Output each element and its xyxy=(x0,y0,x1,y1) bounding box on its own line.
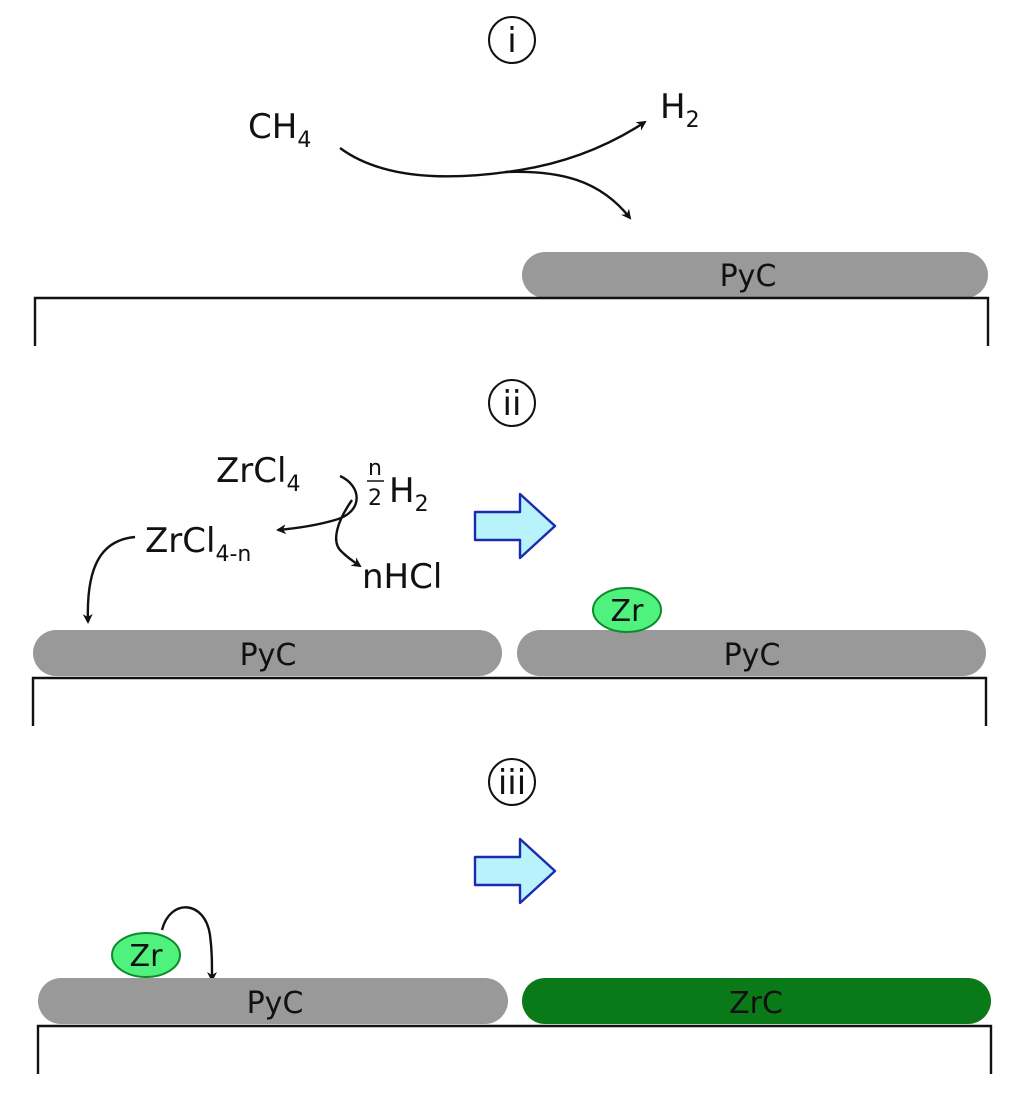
zrc-layer-bar xyxy=(522,978,991,1024)
stage-i: i CH4 H2 PyC xyxy=(33,16,990,346)
stage-iii-label: iii xyxy=(498,763,526,803)
stage-i-label: i xyxy=(507,21,516,61)
substrate-outline-ii xyxy=(31,676,988,726)
reduced-zirconium-chloride-formula: ZrCl4-n xyxy=(145,521,251,567)
surface-diffusion-arrow xyxy=(160,906,217,982)
adsorption-arrow xyxy=(82,535,136,624)
methane-formula: CH4 xyxy=(248,107,311,153)
stage-ii: ii ZrCl4 n 2 H2 ZrCl4-n nHCl PyC PyC Zr xyxy=(31,379,988,726)
process-arrow-ii xyxy=(473,492,557,560)
pyc-layer-label-right: PyC xyxy=(724,638,781,673)
substrate-outline-iii xyxy=(36,1024,993,1074)
stage-iii-badge: iii xyxy=(488,758,536,806)
zr-adatom-iii: Zr xyxy=(111,932,181,978)
zrc-layer-label: ZrC xyxy=(729,986,783,1021)
carbon-deposition-arrow xyxy=(504,170,632,220)
zr-adatom-label-ii: Zr xyxy=(611,594,645,629)
reduction-arrow xyxy=(276,474,358,535)
stage-ii-badge: ii xyxy=(488,379,536,427)
pyc-layer-label: PyC xyxy=(720,259,777,294)
hydrogen-formula-ii: H2 xyxy=(389,471,429,517)
stage-ii-label: ii xyxy=(503,384,522,424)
pyc-layer-bar-right xyxy=(517,630,986,676)
hydrogen-chloride-formula: nHCl xyxy=(362,557,442,597)
methane-to-hydrogen-arrow xyxy=(339,120,647,178)
pyc-layer-label-iii: PyC xyxy=(247,986,304,1021)
pyc-layer-bar xyxy=(522,252,988,298)
pyc-layer-label-left: PyC xyxy=(240,638,297,673)
hcl-release-arrow xyxy=(335,499,362,568)
pyc-layer-bar-iii xyxy=(38,978,508,1024)
hydrogen-formula: H2 xyxy=(660,87,700,133)
zr-adatom-label-iii: Zr xyxy=(130,939,164,974)
zirconium-tetrachloride-formula: ZrCl4 xyxy=(216,451,300,497)
hydrogen-coreactant: n 2 H2 xyxy=(367,456,429,517)
stage-i-badge: i xyxy=(488,16,536,64)
stage-iii: iii PyC ZrC Zr xyxy=(36,758,993,1074)
process-arrow-iii xyxy=(473,837,557,905)
pyc-layer-bar-left xyxy=(33,630,502,676)
coefficient-denominator: 2 xyxy=(368,486,382,511)
zr-adatom-ii: Zr xyxy=(592,587,662,633)
substrate-outline xyxy=(33,296,990,346)
coefficient-numerator: n xyxy=(368,456,382,481)
